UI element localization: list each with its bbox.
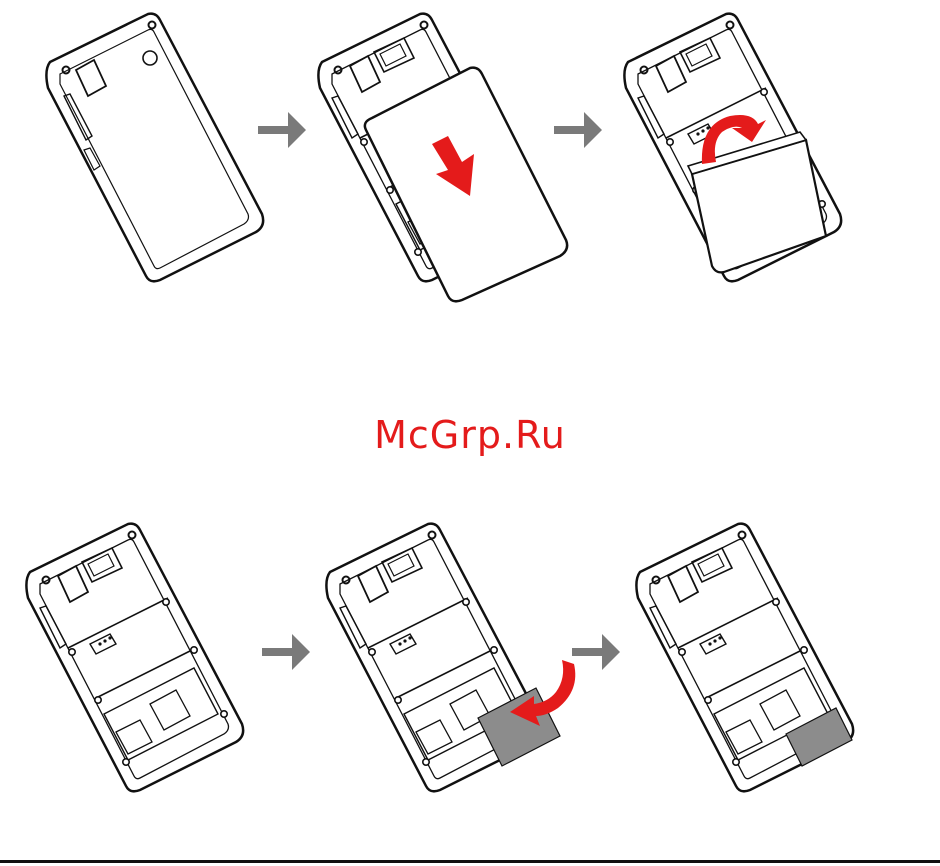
footer-divider [0, 860, 940, 863]
next-step-arrow-icon [262, 634, 310, 670]
watermark-text: McGrp.Ru [0, 410, 940, 460]
next-step-arrow-icon [554, 112, 602, 148]
step-6-sim-inserted [636, 524, 853, 792]
step-4-empty-compartment [26, 524, 243, 792]
step-2-cover-removal [318, 14, 567, 302]
step-3-battery-removal [624, 14, 841, 282]
next-step-arrow-icon [572, 634, 620, 670]
step-5-sim-insertion [326, 524, 575, 792]
step-1-phone-with-cover [46, 14, 263, 282]
next-step-arrow-icon [258, 112, 306, 148]
